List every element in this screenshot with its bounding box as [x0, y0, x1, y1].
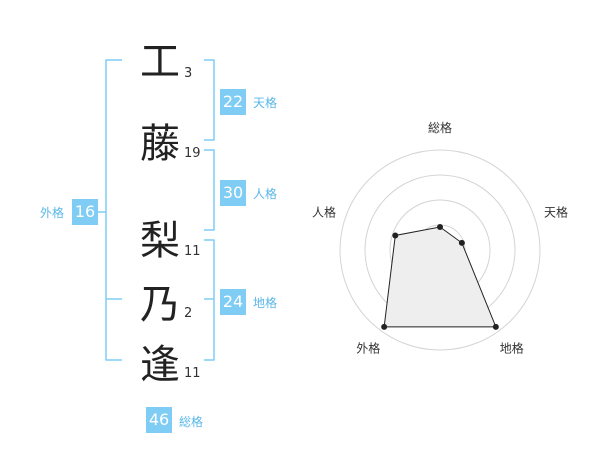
jinkaku-bracket [204, 149, 215, 231]
stroke-count-4: 2 [184, 306, 193, 321]
name-char-5: 逢 [140, 342, 180, 388]
stroke-count-3: 11 [184, 244, 201, 259]
jinkaku-label: 人格 [253, 187, 278, 201]
gaikaku-label: 外格 [40, 206, 65, 220]
tenkaku-value-badge: 22 [220, 89, 246, 115]
name-char-3: 梨 [140, 218, 180, 264]
tenkaku-label: 天格 [253, 96, 278, 110]
soukaku-value-badge: 46 [146, 407, 172, 433]
radar-axis-label: 天格 [544, 204, 568, 219]
radar-point [437, 224, 443, 230]
radar-ring [339, 149, 541, 351]
jinkaku-value-badge: 30 [220, 180, 246, 206]
gaikaku-bracket [105, 59, 122, 361]
stroke-count-1: 3 [184, 66, 193, 81]
name-char-4: 乃 [140, 282, 180, 328]
radar-data-polygon [383, 226, 497, 328]
radar-point [381, 323, 388, 330]
radar-axis-label: 総格 [428, 120, 452, 135]
name-char-2: 藤 [140, 121, 180, 167]
radar-axis-label: 地格 [500, 341, 524, 356]
soukaku-label: 総格 [179, 415, 204, 429]
stroke-count-5: 11 [184, 366, 201, 381]
radar-point [392, 232, 399, 239]
chikaku-label: 地格 [253, 296, 278, 310]
tenkaku-bracket [204, 59, 215, 141]
radar-points [381, 224, 499, 330]
name-char-1: 工 [140, 39, 180, 85]
chikaku-value-badge: 24 [220, 289, 246, 315]
stroke-count-2: 19 [184, 146, 201, 161]
radar-point [492, 323, 499, 330]
radar-axis-label: 人格 [312, 204, 336, 219]
radar-axis-label: 外格 [356, 341, 380, 356]
radar-point [458, 239, 465, 246]
chikaku-bracket [204, 239, 215, 361]
gaikaku-value-badge: 16 [72, 199, 98, 225]
